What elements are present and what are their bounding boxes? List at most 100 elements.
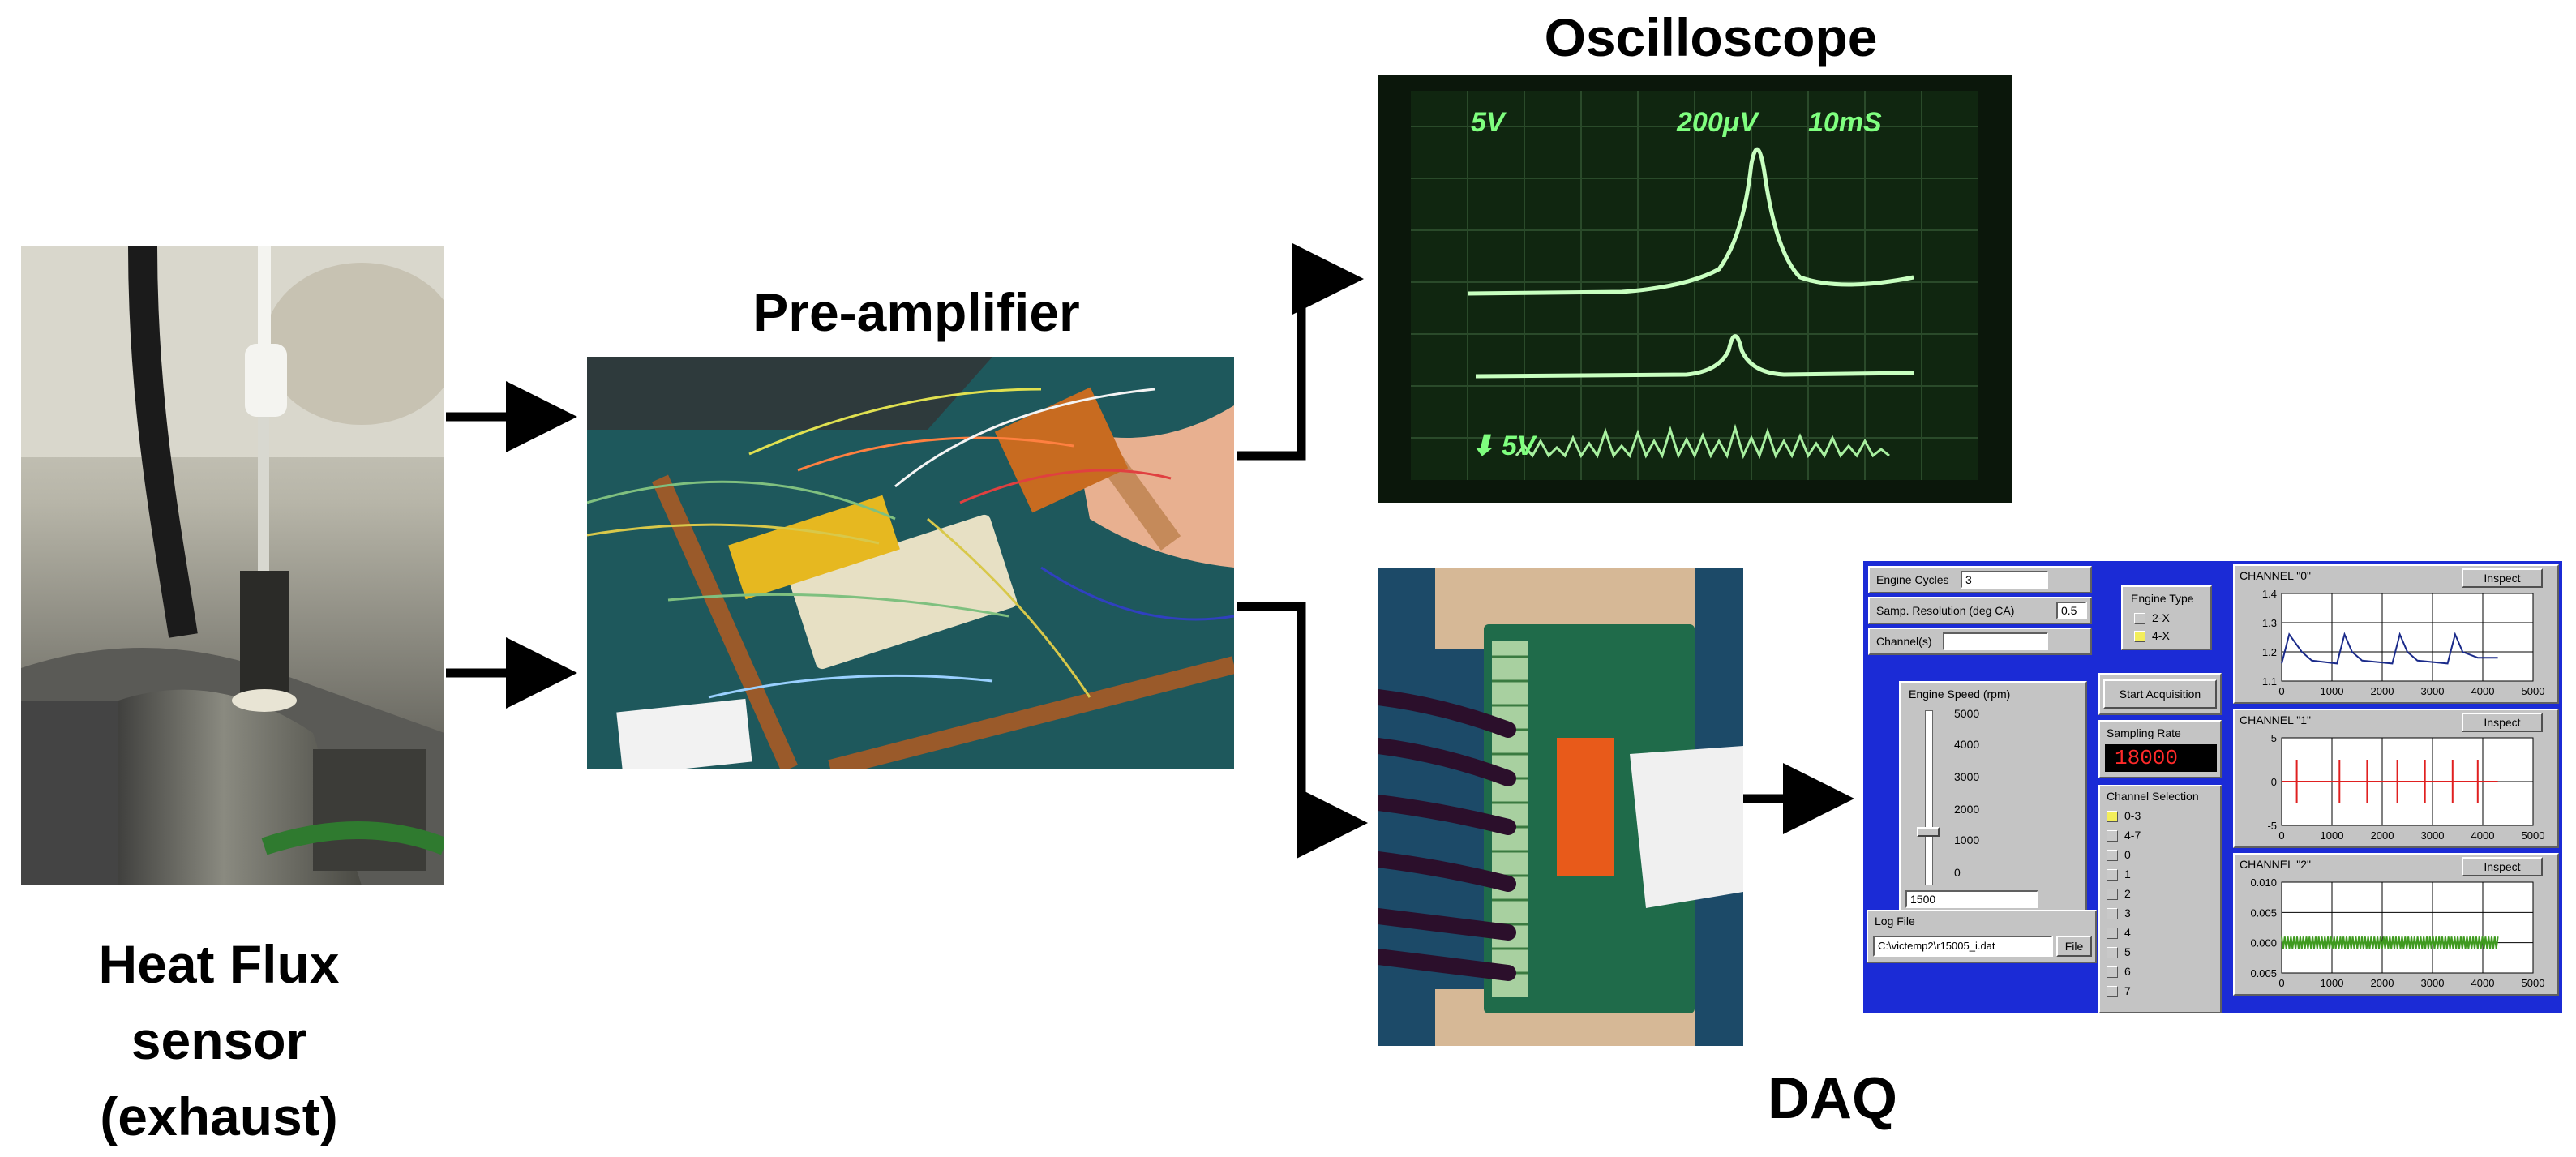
scope-timebase-label: 10mS (1808, 107, 1882, 138)
file-button[interactable]: File (2056, 936, 2092, 957)
sampling-rate-box: Sampling Rate 18000 (2098, 720, 2222, 778)
samp-resolution-input[interactable]: 0.5 (2056, 602, 2087, 619)
channel-checkbox[interactable] (2107, 850, 2118, 861)
series-line (2281, 632, 2498, 665)
channel-1-inspect-button[interactable]: Inspect (2462, 713, 2543, 732)
speed-tick-1000: 1000 (1954, 833, 1980, 846)
sensor-caption-line-2: sensor (131, 1010, 307, 1070)
channel-option-label: 0 (2124, 848, 2131, 861)
scope-caption: Oscilloscope (1544, 7, 1878, 67)
engine-type-4x-checkbox[interactable] (2134, 631, 2145, 642)
x-tick-label: 5000 (2522, 977, 2545, 989)
channel-option-label: 4 (2124, 926, 2131, 939)
channel-checkbox[interactable] (2107, 869, 2118, 881)
y-tick-label: 1.4 (2262, 589, 2277, 600)
channel-selection-box: Channel Selection 0-3 4-7 0 1 2 3 4 5 6 … (2098, 785, 2222, 1013)
x-tick-label: 0 (2278, 685, 2284, 697)
oscilloscope-traces (1378, 75, 2012, 503)
channel-checkbox[interactable] (2107, 986, 2118, 997)
speed-tick-0: 0 (1954, 866, 1961, 879)
log-file-box: Log File C:\victemp2\r15005_i.dat File (1867, 910, 2097, 963)
channel-checkbox[interactable] (2107, 811, 2118, 822)
x-tick-label: 3000 (2421, 829, 2445, 842)
channel-checkbox[interactable] (2107, 928, 2118, 939)
channel-list: 0-3 4-7 0 1 2 3 4 5 6 7 (2100, 809, 2220, 1012)
x-tick-label: 1000 (2321, 829, 2344, 842)
y-tick-label: 1.2 (2262, 646, 2277, 658)
x-tick-label: 2000 (2371, 685, 2394, 697)
engine-speed-slider-thumb[interactable] (1917, 826, 1940, 837)
plot-area (2281, 593, 2534, 682)
channel-2-title: CHANNEL "2" (2240, 858, 2311, 871)
engine-type-2x-label: 2-X (2152, 611, 2170, 624)
engine-speed-track[interactable] (1925, 710, 1933, 885)
x-tick-label: 3000 (2421, 685, 2445, 697)
sensor-caption: Heat Flux sensor (exhaust) (49, 926, 389, 1155)
y-tick-label: -5 (2267, 820, 2277, 832)
channels-input[interactable] (1943, 632, 2048, 650)
sampling-rate-readout: 18000 (2105, 744, 2217, 772)
channel-checkbox[interactable] (2107, 908, 2118, 919)
x-tick-label: 2000 (2371, 829, 2394, 842)
engine-speed-box: Engine Speed (rpm) 5000 4000 3000 2000 1… (1899, 681, 2087, 911)
plot-area (2281, 881, 2534, 974)
channel-0-inspect-button[interactable]: Inspect (2462, 568, 2543, 588)
engine-type-box: Engine Type 2-X 4-X (2121, 585, 2212, 650)
channels-box: Channel(s) (1868, 628, 2092, 655)
scope-bottom-label: ⬇ 5V (1471, 431, 1536, 461)
channel-option-label: 7 (2124, 984, 2131, 997)
oscilloscope-screen: 5V 200μV 10mS ⬇ 5V (1378, 75, 2012, 503)
series-line (2281, 936, 2499, 949)
y-tick-label: 0.005 (2250, 906, 2277, 919)
log-file-input[interactable]: C:\victemp2\r15005_i.dat (1873, 936, 2053, 957)
channel-checkbox[interactable] (2107, 830, 2118, 842)
channel-2-inspect-button[interactable]: Inspect (2462, 857, 2543, 876)
engine-speed-input[interactable]: 1500 (1905, 890, 2038, 908)
channel-option-label: 6 (2124, 965, 2131, 978)
y-tick-label: 0.000 (2250, 937, 2277, 949)
engine-type-label: Engine Type (2131, 592, 2194, 605)
arrow-preamp-daq (1237, 602, 1368, 859)
x-tick-label: 4000 (2471, 829, 2495, 842)
engine-speed-label: Engine Speed (rpm) (1909, 688, 2011, 701)
log-file-label: Log File (1875, 915, 1915, 928)
scope-sensitivity-label: 200μV (1677, 107, 1758, 138)
engine-cycles-input[interactable]: 3 (1961, 571, 2048, 589)
speed-tick-3000: 3000 (1954, 770, 1980, 783)
channel-option-label: 3 (2124, 906, 2131, 919)
channel-selection-label: Channel Selection (2107, 790, 2199, 803)
y-tick-label: 5 (2271, 733, 2277, 744)
x-tick-label: 4000 (2471, 977, 2495, 989)
samp-resolution-label: Samp. Resolution (deg CA) (1876, 604, 2015, 617)
engine-type-2x-checkbox[interactable] (2134, 613, 2145, 624)
channel-option-label: 2 (2124, 887, 2131, 900)
preamp-caption: Pre-amplifier (752, 282, 1080, 342)
start-acquisition-button[interactable]: Start Acquisition (2103, 679, 2217, 709)
sensor-caption-line-1: Heat Flux (98, 934, 340, 994)
y-tick-label: 0.005 (2250, 967, 2277, 979)
channel-checkbox[interactable] (2107, 966, 2118, 978)
speed-tick-4000: 4000 (1954, 738, 1980, 751)
engine-cycles-label: Engine Cycles (1876, 573, 1949, 586)
daq-board-illustration (1378, 568, 1743, 1046)
channel-checkbox[interactable] (2107, 947, 2118, 958)
x-tick-label: 4000 (2471, 685, 2495, 697)
samp-resolution-box: Samp. Resolution (deg CA) 0.5 (1868, 597, 2092, 624)
sensor-photo (21, 246, 444, 885)
engine-type-4x-label: 4-X (2152, 629, 2170, 642)
sampling-rate-label: Sampling Rate (2107, 726, 2181, 739)
channel-option-label: 1 (2124, 868, 2131, 881)
x-tick-label: 0 (2278, 977, 2284, 989)
channel-checkbox[interactable] (2107, 889, 2118, 900)
daq-software-window: Engine Cycles 3 Samp. Resolution (deg CA… (1863, 561, 2562, 1013)
engine-cycles-box: Engine Cycles 3 (1868, 566, 2092, 593)
x-tick-label: 0 (2278, 829, 2284, 842)
x-tick-label: 3000 (2421, 977, 2445, 989)
